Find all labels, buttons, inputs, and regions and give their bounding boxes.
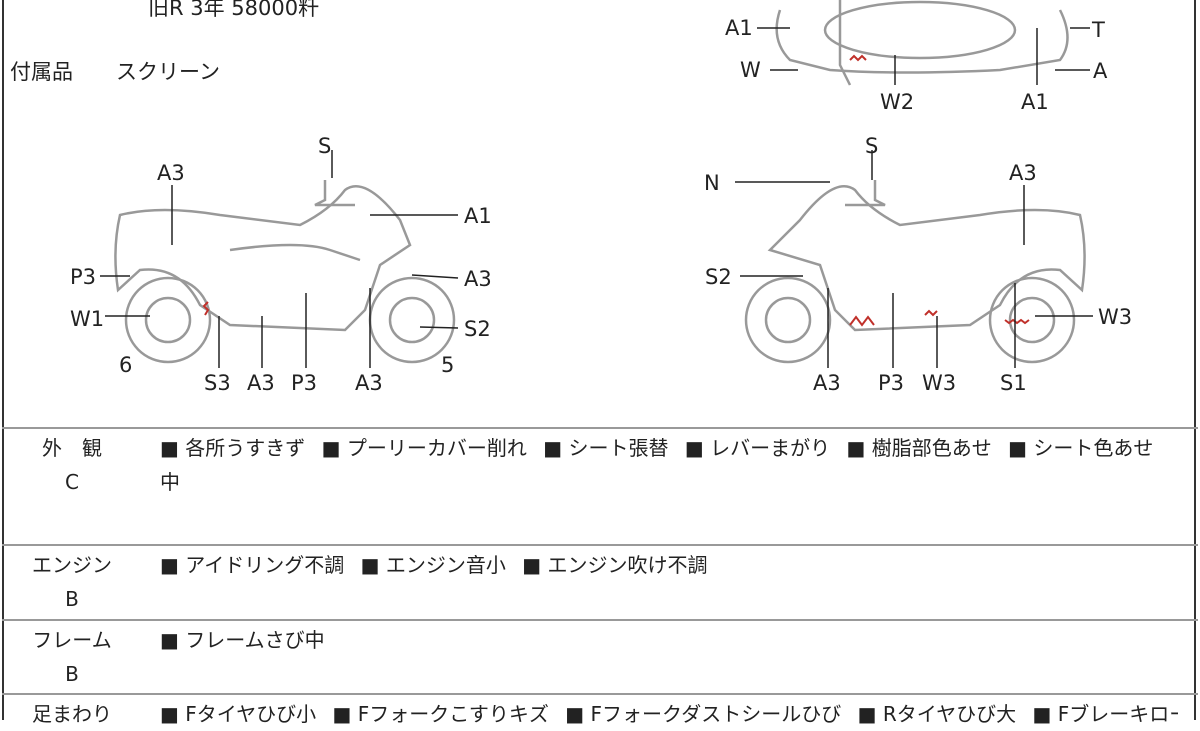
divider bbox=[2, 427, 1198, 429]
label-right-n: N bbox=[704, 171, 720, 195]
registration-info: 旧R 3年 58000粁 bbox=[148, 0, 320, 20]
bullet: ■ bbox=[1008, 436, 1028, 460]
leader-lines bbox=[100, 27, 1093, 368]
row-items: ■ Fタイヤひび小 ■ Fフォークこすりキズ ■ Fフォークダストシールひび ■… bbox=[160, 697, 1178, 731]
right-side-scooter bbox=[744, 180, 1086, 364]
label-left-a3b: A3 bbox=[464, 267, 492, 291]
item: エンジン吹け不調 bbox=[547, 553, 708, 577]
label-top-w2: W2 bbox=[880, 90, 914, 114]
bullet: ■ bbox=[332, 702, 352, 726]
row-title: 足まわり bbox=[32, 702, 112, 726]
row-title: 外 観 bbox=[42, 436, 102, 460]
bullet: ■ bbox=[565, 702, 585, 726]
accessories-value: スクリーン bbox=[116, 60, 220, 84]
label-right-a3b: A3 bbox=[813, 371, 841, 395]
bullet: ■ bbox=[160, 553, 179, 577]
label-right-w3b: W3 bbox=[922, 371, 956, 395]
row-items: ■ 各所うすきず ■ プーリーカバー削れ ■ シート張替 ■ レバーまがり ■ … bbox=[160, 431, 1178, 499]
label-right-s: S bbox=[865, 134, 878, 158]
row-label: エンジン B bbox=[2, 548, 142, 616]
bullet: ■ bbox=[160, 702, 179, 726]
label-left-a1: A1 bbox=[464, 204, 492, 228]
bullet: ■ bbox=[360, 553, 380, 577]
label-right-a3: A3 bbox=[1009, 161, 1037, 185]
item: 各所うすきず bbox=[185, 436, 306, 460]
item: シート張替 bbox=[568, 436, 669, 460]
top-view-scooter bbox=[775, 0, 1069, 86]
row-label: 足まわり bbox=[2, 697, 142, 731]
item: Fタイヤひび小 bbox=[185, 702, 317, 726]
label-left-5: 5 bbox=[441, 353, 454, 377]
bullet: ■ bbox=[846, 436, 866, 460]
item: Fフォークこすりキズ bbox=[357, 702, 549, 726]
label-top-w: W bbox=[740, 58, 761, 82]
bullet: ■ bbox=[684, 436, 704, 460]
item: フレームさび中 bbox=[185, 628, 325, 652]
divider bbox=[2, 693, 1198, 695]
item: Fフォークダストシールひび bbox=[590, 702, 842, 726]
item: シート色あせ中 bbox=[160, 436, 1154, 494]
row-grade: B bbox=[65, 587, 79, 611]
item: 樹脂部色あせ bbox=[871, 436, 992, 460]
label-left-w1: W1 bbox=[70, 307, 104, 331]
item: レバーまがり bbox=[710, 436, 831, 460]
divider bbox=[2, 619, 1198, 621]
damage-diagram: A1 T W A W2 A1 S A3 A1 P3 A3 W1 S2 6 5 S… bbox=[70, 0, 1132, 395]
item: プーリーカバー削れ bbox=[346, 436, 527, 460]
label-left-a3d: A3 bbox=[355, 371, 383, 395]
left-side-scooter bbox=[114, 180, 456, 364]
label-left-s2: S2 bbox=[464, 317, 491, 341]
bullet: ■ bbox=[522, 553, 542, 577]
row-items: ■ フレームさび中 bbox=[160, 623, 1178, 657]
label-left-p3b: P3 bbox=[291, 371, 317, 395]
divider bbox=[2, 544, 1198, 546]
row-grade: B bbox=[65, 662, 79, 686]
label-left-s: S bbox=[318, 134, 331, 158]
label-right-w3: W3 bbox=[1098, 305, 1132, 329]
label-left-a3: A3 bbox=[157, 161, 185, 185]
row-items: ■ アイドリング不調 ■ エンジン音小 ■ エンジン吹け不調 bbox=[160, 548, 1178, 582]
row-title: エンジン bbox=[32, 553, 112, 577]
bullet: ■ bbox=[160, 628, 179, 652]
label-left-6: 6 bbox=[119, 353, 132, 377]
label-left-p3: P3 bbox=[70, 265, 96, 289]
row-title: フレーム bbox=[32, 628, 112, 652]
bullet: ■ bbox=[160, 436, 179, 460]
item: Rタイヤひび大 bbox=[882, 702, 1017, 726]
label-right-p3: P3 bbox=[878, 371, 904, 395]
bullet: ■ bbox=[1032, 702, 1052, 726]
row-label: 外 観 C bbox=[2, 431, 142, 499]
label-right-s1: S1 bbox=[1000, 371, 1027, 395]
row-grade: C bbox=[65, 470, 79, 494]
label-right-s2: S2 bbox=[705, 265, 732, 289]
item: Fブレーキロー bbox=[1057, 702, 1178, 726]
accessories-label: 付属品 bbox=[10, 60, 73, 84]
label-top-t: T bbox=[1091, 18, 1105, 42]
label-left-s3: S3 bbox=[204, 371, 231, 395]
label-top-a1: A1 bbox=[725, 16, 753, 40]
bullet: ■ bbox=[321, 436, 341, 460]
row-label: フレーム B bbox=[2, 623, 142, 691]
label-left-a3c: A3 bbox=[247, 371, 275, 395]
item: エンジン音小 bbox=[385, 553, 506, 577]
label-top-a: A bbox=[1093, 59, 1108, 83]
bullet: ■ bbox=[543, 436, 563, 460]
item: アイドリング不調 bbox=[185, 553, 345, 577]
label-top-a1b: A1 bbox=[1021, 90, 1049, 114]
bullet: ■ bbox=[857, 702, 877, 726]
